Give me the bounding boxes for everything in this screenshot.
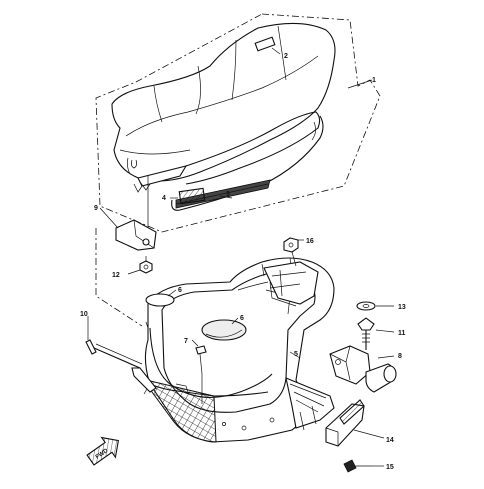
storage-pad-lower [201, 319, 247, 341]
washer-13 [356, 301, 376, 311]
screw-15 [343, 459, 372, 473]
nut-16 [283, 237, 299, 267]
callout-15: 15 [386, 464, 394, 471]
bracket-14 [325, 399, 365, 447]
seat-hinge-bracket [115, 219, 157, 251]
screw-7 [195, 345, 207, 404]
callout-16: 16 [306, 238, 314, 245]
callout-5: 5 [294, 351, 298, 358]
callout-6b: 6 [240, 315, 244, 322]
callout-12: 12 [112, 272, 120, 279]
seat-lock-cable [149, 327, 273, 398]
callout-9: 9 [94, 205, 98, 212]
storage-box [131, 257, 335, 443]
callout-1: 1 [372, 77, 376, 84]
callout-10: 10 [80, 311, 88, 318]
callout-14: 14 [386, 437, 394, 444]
seat-label-decal [178, 187, 206, 205]
callout-3: 3 [226, 191, 230, 198]
callout-11: 11 [398, 330, 406, 337]
callout-leaders [87, 47, 395, 467]
callout-4: 4 [162, 195, 166, 202]
callout-7: 7 [184, 338, 188, 345]
seat-assembly-boundary [95, 13, 381, 233]
seat-lock [329, 345, 397, 393]
hinge-nut [139, 260, 153, 274]
storage-pad-upper [145, 293, 175, 307]
bolt-11 [357, 317, 375, 350]
fwd-direction-arrow: FWD [86, 436, 120, 466]
seat [111, 22, 336, 211]
callout-2: 2 [284, 53, 288, 60]
bolt-10 [85, 339, 143, 369]
callout-6a: 6 [178, 287, 182, 294]
callout-8: 8 [398, 353, 402, 360]
callout-13: 13 [398, 304, 406, 311]
